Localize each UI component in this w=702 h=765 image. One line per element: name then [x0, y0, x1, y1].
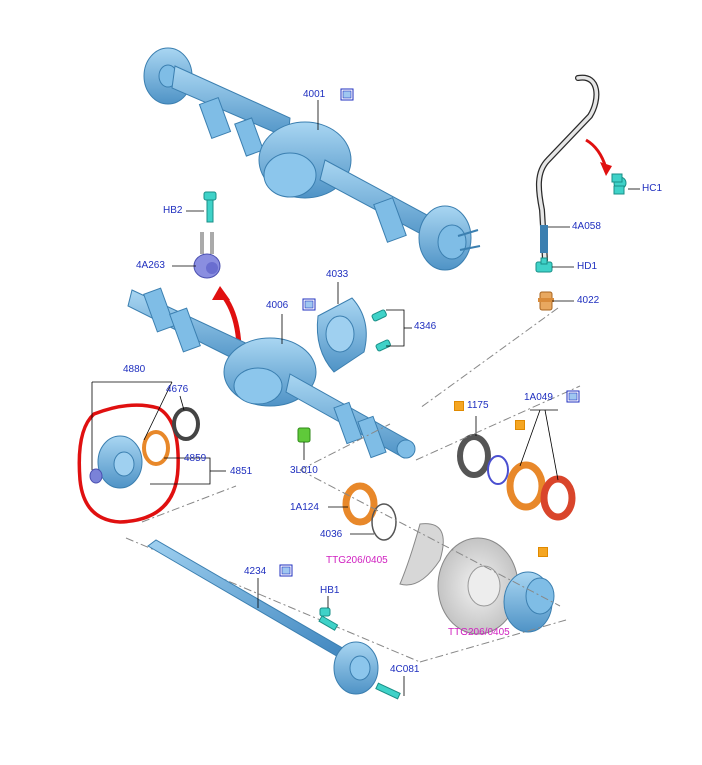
- manual-book-icon[interactable]: [279, 564, 293, 577]
- bearing-4880: [89, 435, 143, 489]
- red-arrow-icon: [212, 286, 230, 300]
- clip-hc1: [611, 173, 627, 195]
- seal-red: [540, 475, 576, 521]
- bolt-hb2: [203, 191, 217, 223]
- note-square-icon[interactable]: [454, 401, 464, 411]
- label-1a124: 1A124: [290, 502, 319, 513]
- label-4859: 4859: [184, 453, 207, 464]
- label-4036: 4036: [320, 529, 343, 540]
- sensor-4a263: [193, 232, 221, 279]
- connector-hd1: [535, 257, 553, 273]
- label-hc1: HC1: [642, 183, 663, 194]
- oring-4036: [371, 503, 397, 541]
- label-ttg206-2: TTG206/0405: [448, 627, 510, 638]
- label-4001: 4001: [303, 89, 326, 100]
- breather-4022: [538, 291, 554, 311]
- seal-1175: [457, 434, 491, 478]
- label-4a263: 4A263: [136, 260, 165, 271]
- axle-shaft-4234: [147, 539, 379, 695]
- bolt-hb1: [318, 607, 339, 631]
- note-square-icon[interactable]: [538, 547, 548, 557]
- seal-orange: [506, 461, 546, 511]
- label-4022: 4022: [577, 295, 600, 306]
- label-hd1: HD1: [577, 261, 598, 272]
- label-4006: 4006: [266, 300, 289, 311]
- manual-book-icon[interactable]: [302, 298, 316, 311]
- label-4676: 4676: [166, 384, 189, 395]
- seal-4676: [172, 407, 200, 441]
- label-4a058: 4A058: [572, 221, 601, 232]
- label-hb2: HB2: [163, 205, 183, 216]
- label-4346: 4346: [414, 321, 437, 332]
- wheel-hub: [503, 571, 555, 633]
- seal-4859: [142, 430, 170, 466]
- plug-3l010: [297, 427, 311, 443]
- label-1a049: 1A049: [524, 392, 553, 403]
- vent-hose: [535, 74, 600, 263]
- manual-book-icon[interactable]: [340, 88, 354, 101]
- bolts-4346: [371, 309, 391, 352]
- label-4234: 4234: [244, 566, 267, 577]
- label-4033: 4033: [326, 269, 349, 280]
- label-4c081: 4C081: [390, 664, 420, 675]
- oring-blue: [487, 455, 509, 485]
- label-ttg206-1: TTG206/0405: [326, 555, 388, 566]
- diff-cover-4033: [316, 297, 367, 373]
- label-4880: 4880: [123, 364, 146, 375]
- stud-4c081: [375, 682, 401, 700]
- backing-plate: [399, 523, 444, 586]
- note-square-icon[interactable]: [515, 420, 525, 430]
- seal-1a124: [342, 482, 378, 526]
- label-1175: 1175: [467, 400, 489, 411]
- red-arrow-icon: [600, 162, 612, 176]
- rear-axle-assembly-top: [143, 47, 481, 271]
- label-hb1: HB1: [320, 585, 340, 596]
- axle-housing: [127, 287, 416, 459]
- brake-disc: [437, 537, 519, 635]
- highlight-circle: [77, 403, 180, 524]
- label-4851: 4851: [230, 466, 253, 477]
- label-3l010: 3L010: [290, 465, 318, 476]
- manual-book-icon[interactable]: [566, 390, 580, 403]
